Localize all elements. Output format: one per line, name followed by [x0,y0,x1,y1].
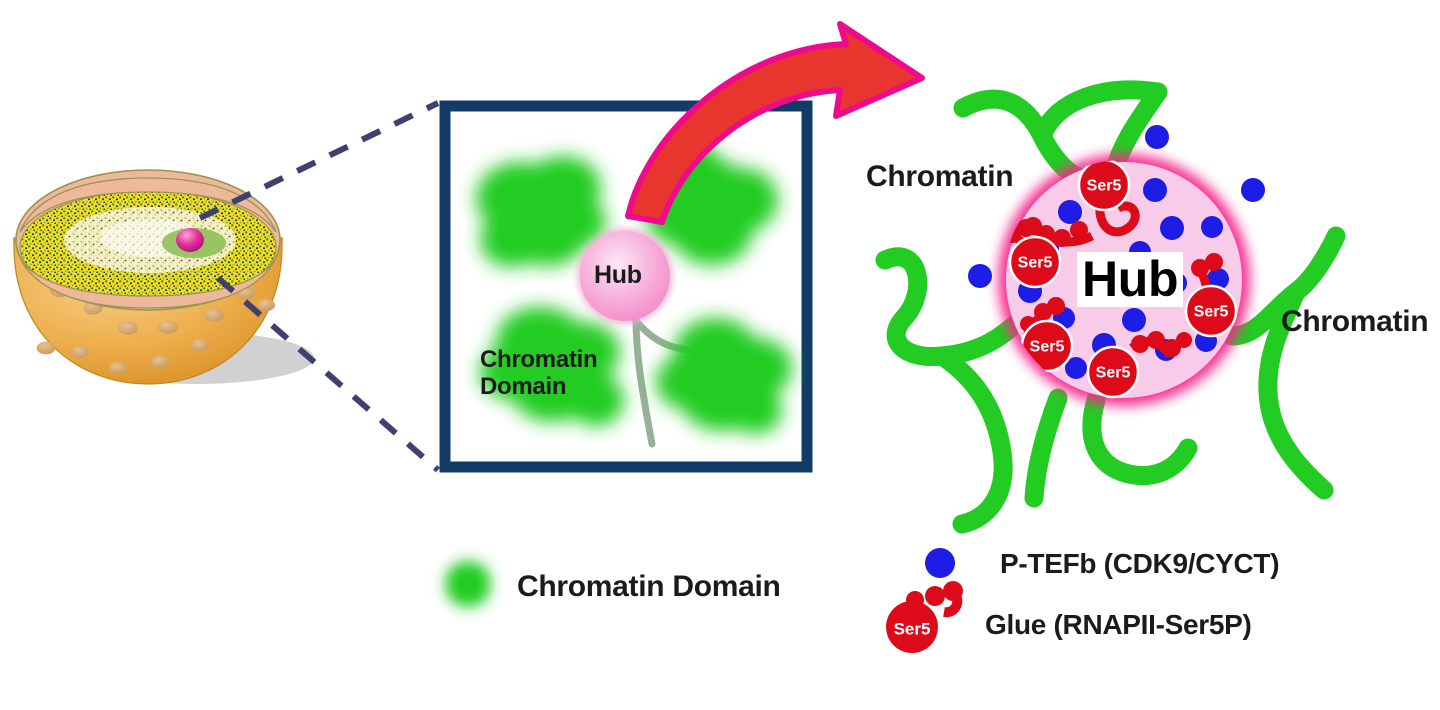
legend-ptefb-label: P-TEFb (CDK9/CYCT) [1000,548,1280,579]
glue-labels: Ser5 Ser5 Ser5 Ser5 Ser5 [1018,178,1229,382]
hub-label-detail: Hub [1077,252,1184,307]
ptefb-dot [1143,178,1167,202]
glue-head [1184,284,1238,338]
zoom-connector-lines [198,100,440,473]
magnify-arrow [625,21,925,225]
label-chromatin-domain-line2: Domain [480,372,567,400]
dashed-line-top [198,100,440,221]
glue-label: Ser5 [1194,304,1229,321]
arrow-body [625,21,925,225]
hub-label-overview: Hub [594,261,642,289]
legend-markers: Ser5 [445,548,963,653]
ptefb-dot [1145,125,1169,149]
chromatin-strand-bottom-left [1024,388,1068,508]
glue-molecule [1020,297,1074,373]
nucleus-illustration [13,169,314,385]
chromatin-domain-bottom-left [480,307,624,426]
ptefb-dot [1058,200,1082,224]
legend-chromatin-domain-swatch [445,561,491,607]
glue-molecule [1004,219,1062,289]
chromatin-strands [875,80,1346,534]
glue-label: Ser5 [1087,178,1122,195]
hub-contents [1004,160,1238,399]
ptefb-dot [1122,308,1146,332]
ptefb-dots-outside [968,125,1265,288]
chromatin-strand-top-mid [1032,80,1168,146]
hub-detail-panel: Ser5 Ser5 Ser5 Ser5 Ser5 [875,80,1346,534]
legend-chromatin-domain-label: Chromatin Domain [517,570,781,603]
chromatin-strand-left-lower [932,346,1013,534]
glue-head [1008,235,1062,289]
chromatin-strand-bottom-mid [1082,390,1198,485]
legend-glue-swatch [886,581,963,653]
glue-molecule [1086,331,1192,399]
chromatin-strand-right-lower [1258,282,1334,500]
glue-head [1077,160,1131,212]
nucleolus [176,228,204,252]
nucleus-cut-lip [19,177,277,233]
label-chromatin-domain: Chromatin Domain [480,346,598,401]
nucleus-cut-lip-bottom [21,261,275,309]
glue-molecules [1004,160,1238,399]
chromatin-domain-bottom-right [656,318,792,434]
zoom-box-panel [439,100,813,473]
glue-molecule [1184,253,1238,338]
glue-label: Ser5 [1018,255,1053,272]
label-chromatin-right: Chromatin [1281,305,1429,338]
glue-label: Ser5 [1096,365,1131,382]
ptefb-dot [1201,216,1223,238]
legend-ptefb-swatch [925,548,955,578]
glue-head [1086,345,1140,399]
chromatin-domain-top-left [476,156,606,267]
dashed-line-bottom [216,275,440,473]
ptefb-dot [1241,178,1265,202]
ptefb-dot [1207,268,1229,290]
label-chromatin-left: Chromatin [866,160,1014,193]
legend-glue-label: Glue (RNAPII-Ser5P) [985,609,1252,640]
label-chromatin-domain-line1: Chromatin [480,346,598,373]
glue-label: Ser5 [1030,339,1065,356]
chromatin-strand-left [875,247,1030,366]
legend-glue-marker-label: Ser5 [894,620,931,639]
hub-small-circle [580,231,670,321]
ptefb-dot [1065,357,1087,379]
ptefb-dot [968,264,992,288]
ptefb-dot [1160,216,1184,240]
